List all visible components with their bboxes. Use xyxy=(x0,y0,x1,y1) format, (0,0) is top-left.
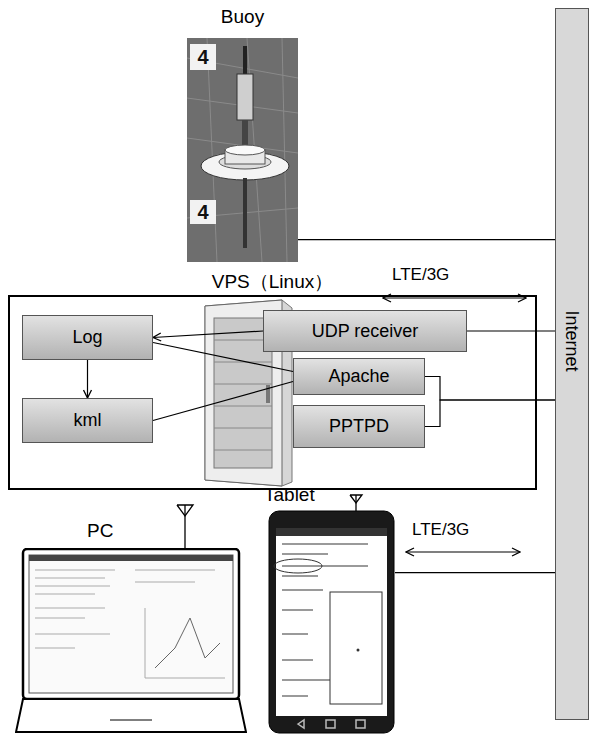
node-label: PPTPD xyxy=(329,416,389,437)
connector-line xyxy=(395,572,555,573)
connector-line xyxy=(153,382,293,421)
node-label: Apache xyxy=(328,366,389,387)
buoy-node: Buoy xyxy=(187,38,298,262)
server-frame: VPS（Linux）LogkmlUDP receiverApachePPTPD xyxy=(8,295,537,490)
node-label: UDP receiver xyxy=(312,321,419,342)
pc-node: PC xyxy=(15,548,247,734)
node-label: kml xyxy=(74,410,102,431)
connector-line xyxy=(298,239,555,240)
node-heading: Buoy xyxy=(147,6,338,28)
sign-number: 4 xyxy=(190,200,216,224)
node-heading: PC xyxy=(87,520,113,542)
tablet-node: Tablet xyxy=(268,510,395,734)
link-label: LTE/3G xyxy=(412,520,469,540)
connector-line xyxy=(153,331,263,338)
process-box: Apache xyxy=(293,358,425,395)
band-label: Internet xyxy=(562,310,583,371)
sign-number: 4 xyxy=(190,44,216,70)
process-box: UDP receiver xyxy=(263,310,467,352)
process-box: kml xyxy=(22,398,153,443)
buoy-picture xyxy=(187,38,298,262)
connector-line xyxy=(467,330,555,331)
node-label: Log xyxy=(72,327,102,348)
connector-line xyxy=(87,360,88,398)
network-band: Internet xyxy=(555,8,589,720)
laptop-picture xyxy=(15,548,247,734)
node-heading: Tablet xyxy=(264,484,315,506)
node-heading: VPS（Linux） xyxy=(0,271,575,293)
tablet-picture xyxy=(268,510,395,734)
link-arrow xyxy=(383,297,526,298)
link-arrow xyxy=(406,551,520,552)
link-label: LTE/3G xyxy=(392,265,449,285)
process-box: Log xyxy=(22,315,153,360)
process-box: PPTPD xyxy=(293,405,425,448)
